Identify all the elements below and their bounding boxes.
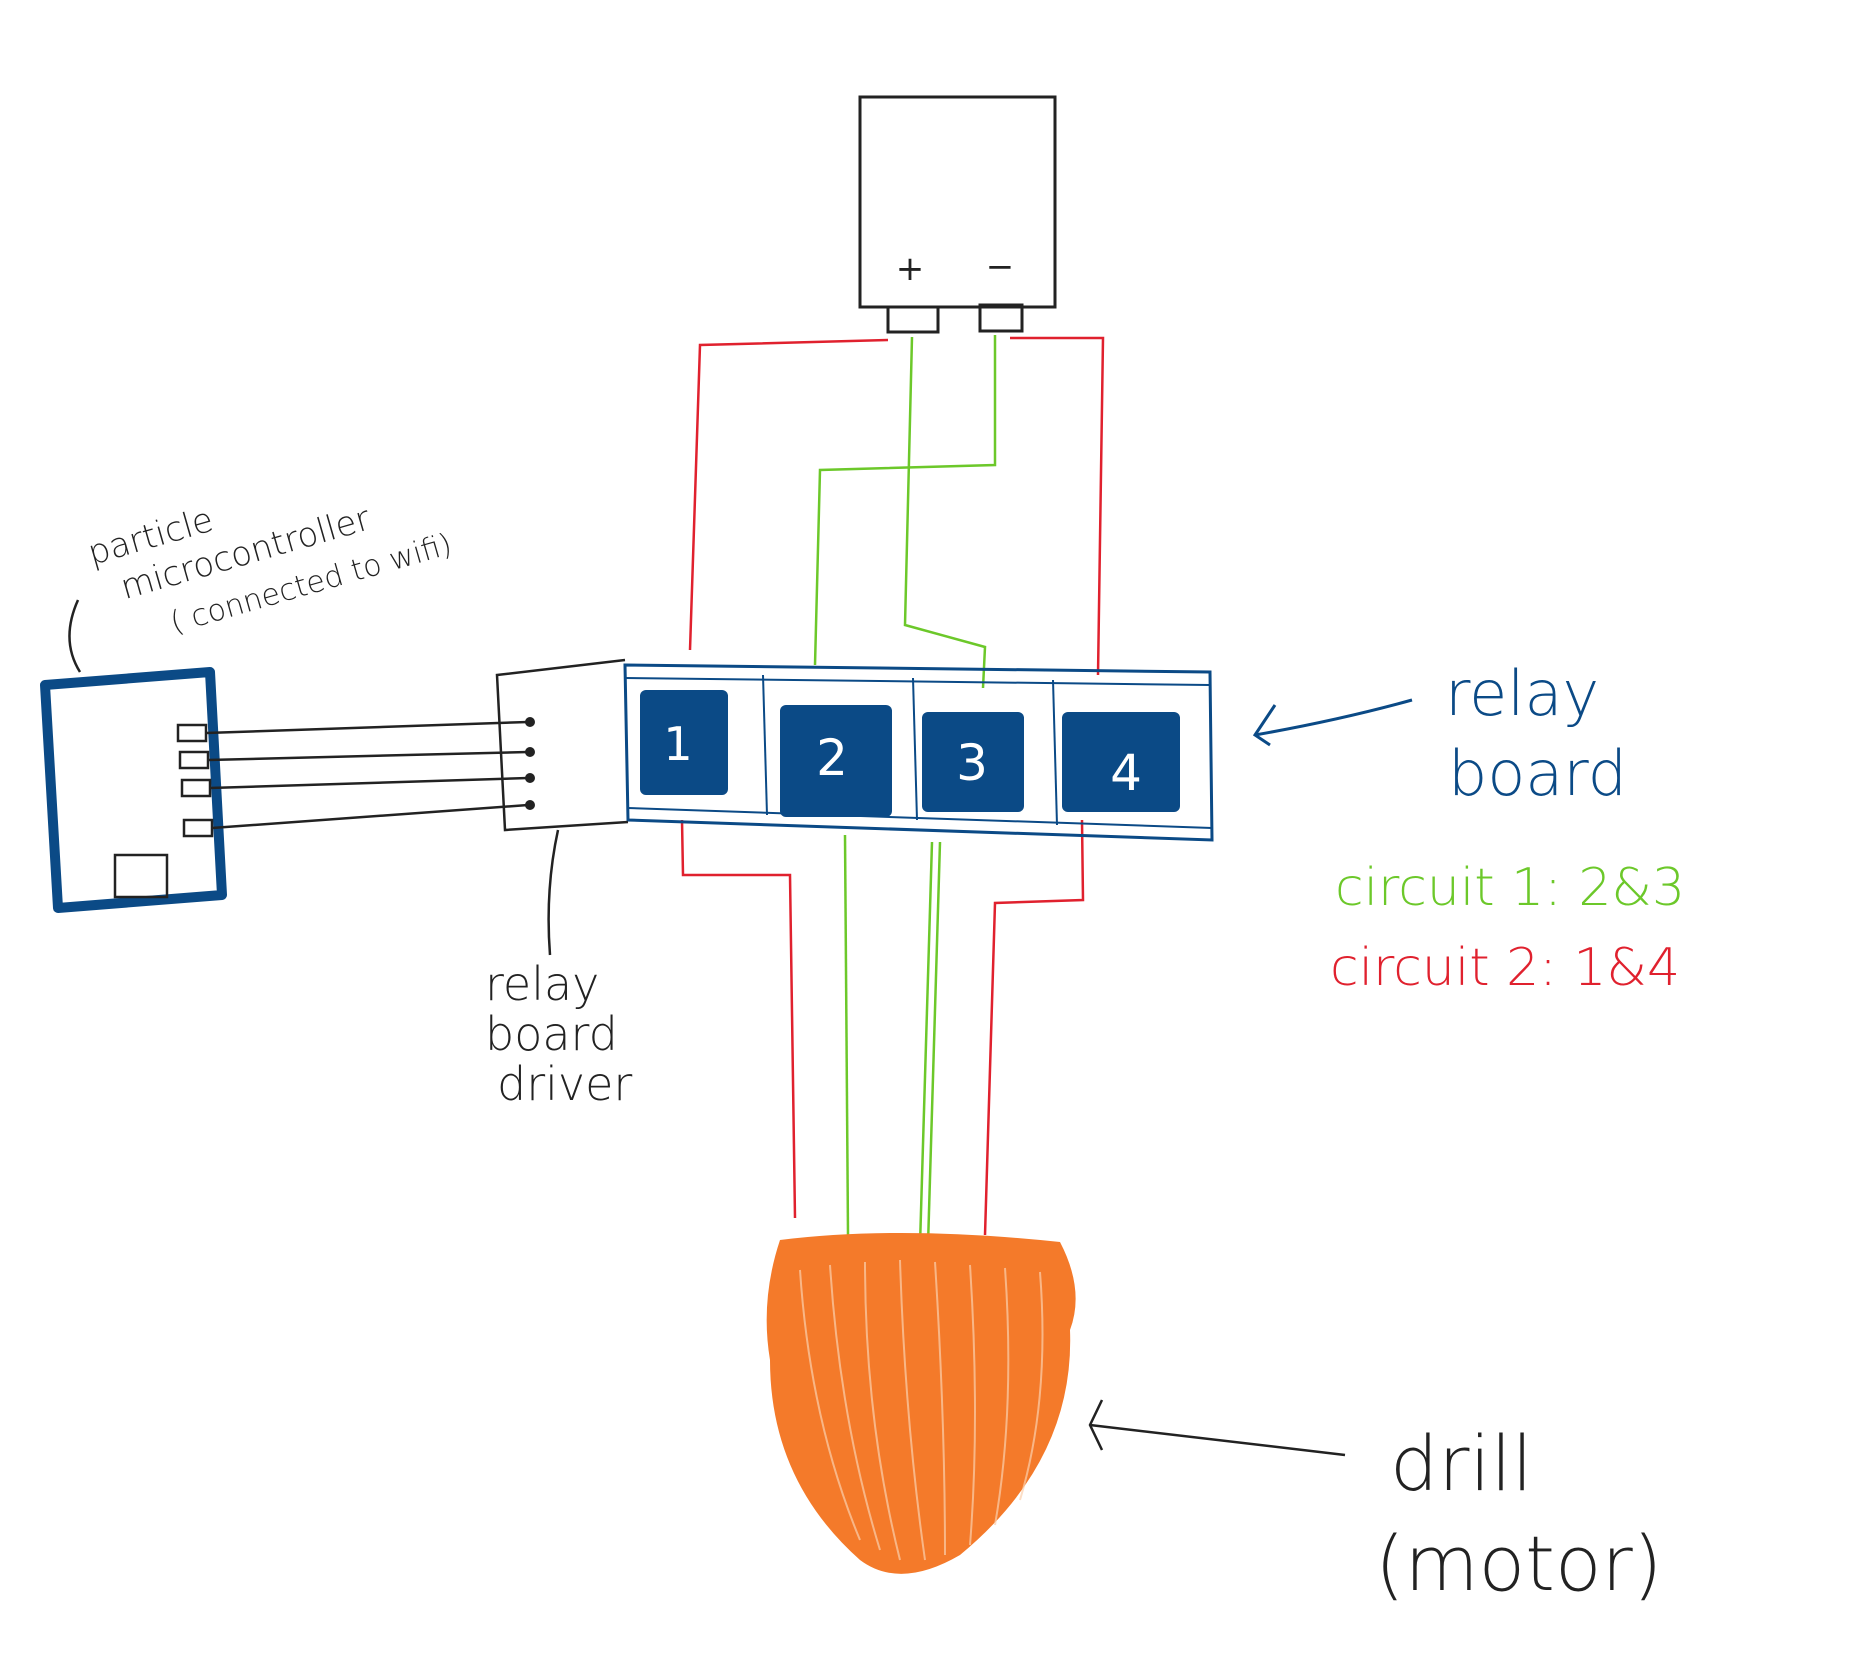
driver-pin-3 — [525, 773, 535, 783]
negative-terminal — [978, 303, 1024, 333]
red-wire-bottom-left — [680, 819, 797, 1219]
microcontroller-body — [40, 667, 227, 913]
drill-label: drill (motor) — [1375, 1419, 1662, 1608]
green-wire-minus — [813, 335, 997, 666]
power-supply: + − — [858, 95, 1057, 334]
relay-4-label: 4 — [1110, 744, 1142, 802]
mcu-pin-4 — [182, 818, 214, 838]
drill-label-line2: (motor) — [1375, 1519, 1662, 1608]
control-wires — [205, 720, 529, 830]
relay-board-label: relay board — [1445, 657, 1627, 810]
drill-label-line1: drill — [1390, 1419, 1533, 1508]
relay-driver-label: relay board driver — [485, 957, 632, 1111]
relay-board: 1 2 3 4 — [623, 663, 1214, 842]
battery-minus-label: − — [986, 247, 1015, 287]
microcontroller-pointer — [68, 599, 82, 673]
circuit-legend: circuit 1: 2&3 circuit 2: 1&4 — [1330, 858, 1685, 998]
red-wire-top-right — [1010, 336, 1105, 676]
driver-pointer — [547, 829, 560, 956]
legend-circuit-2: circuit 2: 1&4 — [1330, 938, 1680, 998]
particle-microcontroller — [40, 667, 227, 913]
relay-2-label: 2 — [816, 729, 848, 787]
microcontroller-label: particle microcontroller ( connected to … — [83, 499, 455, 641]
pointers — [68, 599, 1346, 1457]
relay-4-block — [1062, 712, 1180, 812]
circuit-2-wires — [680, 336, 1105, 1236]
battery-plus-label: + — [896, 249, 925, 289]
relay-2: 2 — [780, 705, 892, 817]
mcu-pin-3 — [180, 778, 212, 798]
control-wire-4 — [211, 803, 529, 830]
relay-1-block — [640, 690, 728, 795]
control-wire-3 — [209, 776, 529, 790]
relay-driver-outline — [495, 658, 629, 832]
driver-pin-4 — [525, 800, 535, 810]
microcontroller-chip — [113, 853, 169, 899]
relay-board-label-line2: board — [1448, 737, 1627, 810]
relay-driver-label-line1: relay — [485, 957, 599, 1011]
relay-board-pointer-head — [1252, 704, 1277, 747]
relay-board-inner-top — [624, 677, 1211, 686]
relay-2-block — [780, 705, 892, 817]
red-wire-bottom-right — [983, 819, 1085, 1236]
control-wire-2 — [207, 750, 529, 762]
relay-board-label-line1: relay — [1445, 657, 1599, 730]
driver-pin-1 — [525, 717, 535, 727]
relay-3: 3 — [922, 712, 1024, 812]
relay-divider-3 — [1052, 679, 1058, 826]
relay-1-label: 1 — [663, 717, 692, 771]
green-wire-bottom-relay3a — [918, 841, 934, 1246]
relay-board-pointer — [1252, 698, 1413, 747]
driver-pin-2 — [525, 747, 535, 757]
relay-1: 1 — [640, 690, 728, 795]
drill-body — [766, 1232, 1076, 1574]
relay-board-pointer-line — [1254, 698, 1413, 737]
green-wire-bottom-relay3b — [926, 841, 942, 1246]
relay-4: 4 — [1062, 712, 1180, 812]
drill-pointer-head — [1088, 1399, 1104, 1451]
positive-terminal — [886, 305, 940, 334]
relay-board-driver — [495, 658, 629, 832]
drill-pointer — [1089, 1423, 1346, 1457]
drill-motor — [766, 1232, 1076, 1574]
relay-board-inner-bottom — [627, 807, 1213, 829]
legend-circuit-1: circuit 1: 2&3 — [1335, 858, 1685, 918]
circuit-1-wires — [813, 335, 997, 1246]
power-supply-body — [858, 95, 1057, 309]
mcu-pin-2 — [178, 750, 210, 770]
relay-board-outline — [623, 663, 1214, 842]
red-wire-top-left — [688, 338, 889, 651]
relay-driver-label-line3: driver — [497, 1057, 632, 1111]
mcu-pin-1 — [176, 723, 208, 743]
control-wire-1 — [205, 720, 529, 735]
relay-driver-label-line2: board — [485, 1007, 618, 1061]
green-wire-plus — [903, 336, 987, 689]
relay-3-label: 3 — [956, 734, 988, 792]
green-wire-bottom-relay2 — [843, 834, 850, 1236]
drill-texture — [799, 1259, 1044, 1561]
relay-3-block — [922, 712, 1024, 812]
relay-divider-1 — [762, 674, 768, 816]
relay-divider-2 — [912, 677, 918, 821]
